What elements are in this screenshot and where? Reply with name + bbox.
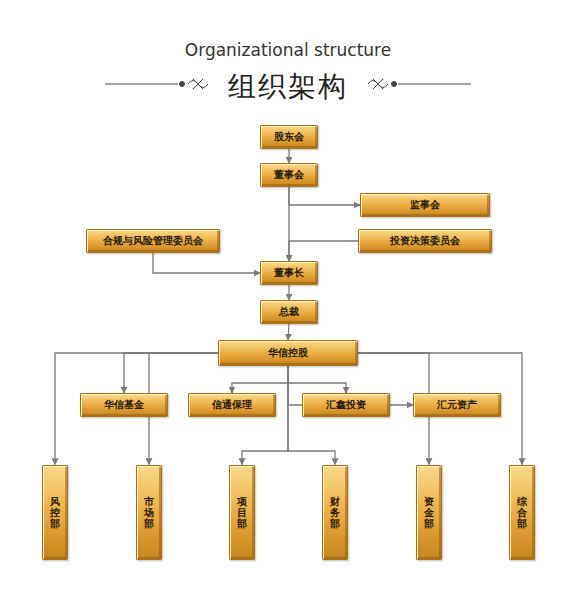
org-box: 华信控股 bbox=[218, 340, 358, 366]
department-box: 综合部 bbox=[509, 465, 535, 560]
connector bbox=[288, 149, 289, 163]
org-box: 董事会 bbox=[260, 163, 318, 187]
org-box: 汇元资产 bbox=[413, 393, 501, 417]
box-label: 汇鑫投资 bbox=[326, 398, 366, 412]
box-label: 合规与风险管理委员会 bbox=[103, 234, 203, 248]
connector bbox=[289, 241, 358, 261]
box-label: 项目部 bbox=[237, 496, 247, 529]
connector bbox=[124, 353, 218, 393]
org-box: 监事会 bbox=[360, 193, 490, 217]
connector bbox=[288, 285, 289, 300]
box-label: 总裁 bbox=[279, 305, 299, 319]
box-label: 汇元资产 bbox=[437, 398, 477, 412]
box-label: 财务部 bbox=[330, 496, 340, 529]
department-box: 财务部 bbox=[322, 465, 348, 560]
org-box: 股东会 bbox=[260, 125, 318, 149]
title-text: 组织架构 bbox=[0, 68, 576, 106]
box-label: 资金部 bbox=[424, 496, 434, 529]
box-label: 股东会 bbox=[274, 130, 304, 144]
org-box: 董事长 bbox=[260, 261, 318, 285]
subtitle-text: Organizational structure bbox=[0, 40, 576, 60]
org-box: 投资决策委员会 bbox=[358, 229, 492, 253]
box-label: 监事会 bbox=[410, 198, 440, 212]
org-box: 总裁 bbox=[260, 300, 318, 324]
box-label: 信通保理 bbox=[212, 398, 252, 412]
org-box: 华信基金 bbox=[80, 393, 168, 417]
box-label: 风控部 bbox=[50, 496, 60, 529]
box-label: 董事长 bbox=[274, 266, 304, 280]
box-label: 市场部 bbox=[144, 496, 154, 529]
connector bbox=[232, 366, 288, 393]
box-label: 董事会 bbox=[274, 168, 304, 182]
box-label: 华信控股 bbox=[268, 346, 308, 360]
connector bbox=[153, 253, 260, 273]
department-box: 市场部 bbox=[136, 465, 162, 560]
connector bbox=[288, 324, 289, 340]
org-box: 汇鑫投资 bbox=[302, 393, 390, 417]
org-box: 信通保理 bbox=[188, 393, 276, 417]
box-label: 华信基金 bbox=[104, 398, 144, 412]
box-label: 综合部 bbox=[517, 496, 527, 529]
department-box: 风控部 bbox=[42, 465, 68, 560]
department-box: 资金部 bbox=[416, 465, 442, 560]
box-label: 投资决策委员会 bbox=[390, 234, 460, 248]
connector bbox=[289, 187, 360, 205]
department-box: 项目部 bbox=[229, 465, 255, 560]
org-box: 合规与风险管理委员会 bbox=[86, 229, 220, 253]
connector bbox=[288, 366, 346, 393]
